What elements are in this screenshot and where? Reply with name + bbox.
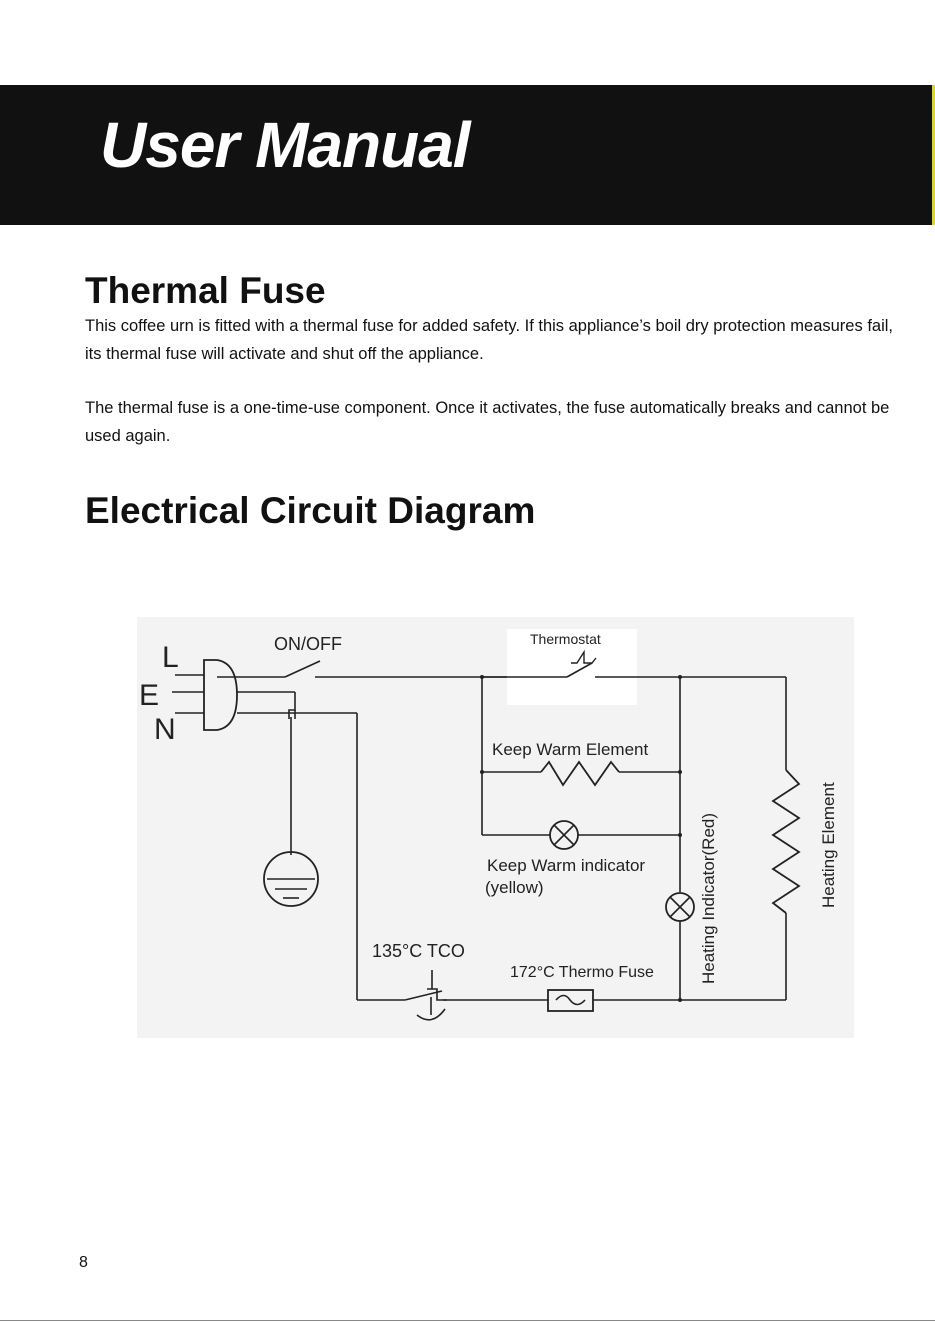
earth-label: E [139, 679, 159, 712]
header-banner: User Manual [0, 85, 935, 225]
power-plug [172, 659, 238, 731]
heating-element-label: Heating Element [819, 782, 838, 908]
thermostat-label: Thermostat [530, 631, 601, 647]
tco-label: 135°C TCO [372, 941, 465, 961]
thermal-fuse-paragraph-2: The thermal fuse is a one-time-use compo… [85, 399, 890, 445]
keep-warm-element-label: Keep Warm Element [492, 740, 648, 759]
thermal-fuse-paragraph-1: This coffee urn is fitted with a thermal… [85, 317, 893, 363]
circuit-diagram: L E N ON/OFF Thermostat Heating Element [137, 617, 854, 1038]
page-number: 8 [79, 1254, 88, 1271]
on-off-label: ON/OFF [274, 634, 342, 654]
keep-warm-indicator-lamp [549, 820, 579, 850]
circuit-diagram-heading: Electrical Circuit Diagram [85, 490, 536, 531]
heating-element-resistor [771, 769, 801, 914]
heating-indicator-lamp [665, 892, 695, 922]
thermal-fuse-heading: Thermal Fuse [85, 270, 326, 311]
keep-warm-element-resistor [540, 760, 620, 787]
keep-warm-indicator-color-label: (yellow) [485, 878, 544, 897]
live-label: L [162, 641, 179, 674]
thermo-fuse-label: 172°C Thermo Fuse [510, 964, 654, 981]
junction-dots [480, 675, 682, 1002]
heating-indicator-label: Heating Indicator(Red) [699, 813, 718, 984]
ground-symbol [263, 851, 319, 907]
page-title: User Manual [100, 109, 471, 181]
tco-cutout-switch [404, 970, 447, 1021]
thermostat-switch [482, 649, 682, 678]
keep-warm-indicator-label: Keep Warm indicator [487, 856, 645, 875]
thermo-fuse-symbol [547, 989, 594, 1012]
neutral-label: N [154, 713, 176, 746]
bottom-divider [0, 1320, 935, 1321]
